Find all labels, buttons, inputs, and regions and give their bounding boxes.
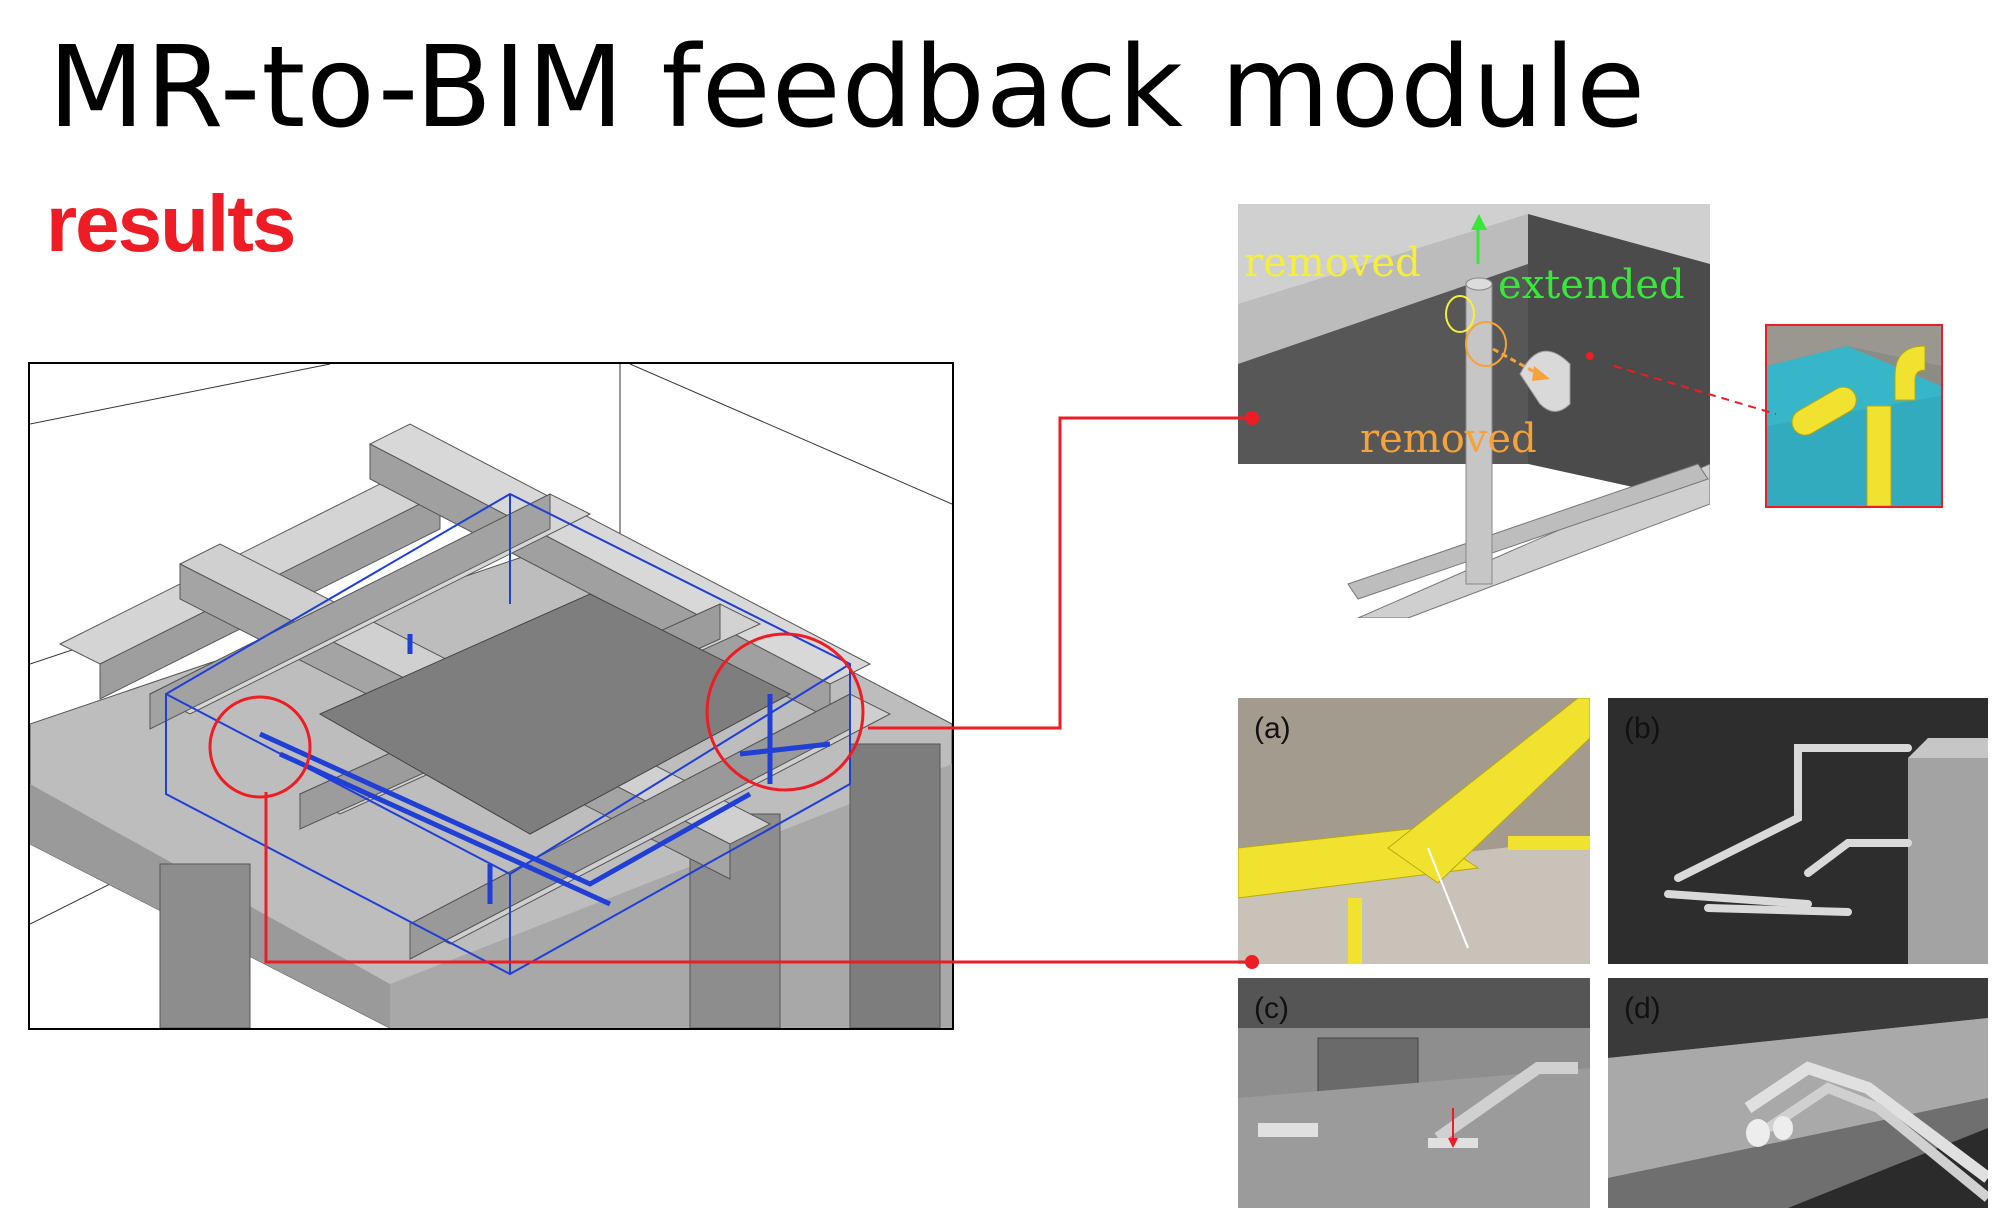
annotation-removed-bottom: removed: [1360, 416, 1537, 462]
panel-label-d: (d): [1624, 992, 1661, 1025]
bim-model-view: [28, 362, 954, 1030]
panel-label-c: (c): [1254, 992, 1289, 1025]
comparison-panel-d: (d): [1608, 978, 1988, 1208]
annotation-removed-top: removed: [1244, 240, 1421, 286]
mr-inset-view: [1765, 324, 1943, 508]
panel-label-b: (b): [1624, 712, 1661, 745]
panel-label-a: (a): [1254, 712, 1291, 745]
comparison-panel-a: (a): [1238, 698, 1590, 964]
comparison-panel-b: (b): [1608, 698, 1988, 964]
pipe-detail-view: removed extended removed: [1238, 204, 1710, 618]
annotation-extended: extended: [1498, 262, 1685, 308]
slide-subtitle: results: [46, 179, 296, 268]
comparison-panel-c: (c): [1238, 978, 1590, 1208]
slide-title: MR-to-BIM feedback module: [48, 23, 1647, 153]
